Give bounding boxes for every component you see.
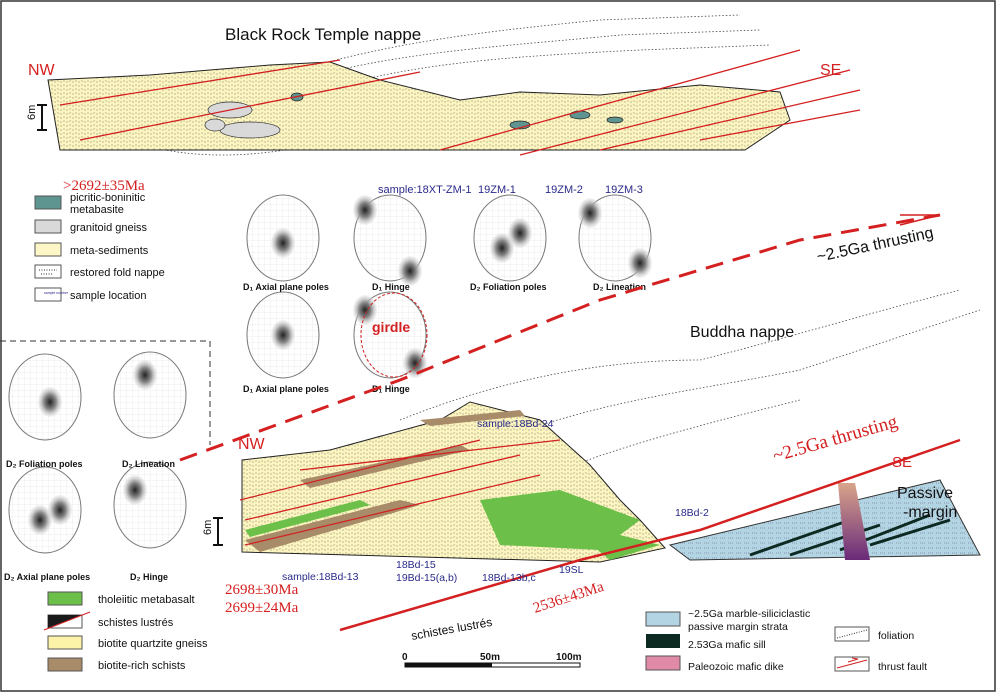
sample-location-icon (34, 287, 62, 302)
svg-text:picritic-boninitic: picritic-boninitic (70, 192, 146, 204)
density-contour (38, 387, 62, 417)
svg-text:metabasite: metabasite (70, 204, 124, 216)
upper-thrust-dashed (179, 213, 941, 462)
passive-margin-label: -margin (903, 504, 957, 521)
stereonet-label: D₁ Axial plane poles (243, 282, 329, 292)
legend-top: picritic-boninitic metabasite granitoid … (34, 192, 165, 302)
lower-scale-bar: 6m (202, 517, 223, 546)
lower-thrust-faults (239, 438, 961, 632)
sample-label: 19ZM-2 (545, 184, 583, 196)
lower-se-label: SE (892, 454, 912, 471)
upper-age-label: >2692±35Ma (63, 178, 145, 194)
stereonet (473, 194, 547, 282)
stereonet (8, 466, 82, 554)
svg-text:2.53Ga mafic sill: 2.53Ga mafic sill (688, 639, 766, 651)
map-scale-bar: 0 50m 100m (402, 652, 582, 668)
sample-label: sample:18XT-ZM-1 (378, 184, 472, 196)
lower-nw-label: NW (238, 436, 266, 453)
density-contour (578, 198, 602, 228)
girdle-circle (360, 292, 428, 378)
upper-title: Black Rock Temple nappe (225, 25, 421, 44)
svg-text:tholeiitic metabasalt: tholeiitic metabasalt (98, 594, 195, 606)
svg-text:biotite quartzite gneiss: biotite quartzite gneiss (98, 638, 208, 650)
upper-se-label: SE (820, 62, 841, 79)
density-contour (271, 228, 295, 258)
buddha-nappe-title: Buddha nappe (690, 324, 794, 341)
sample-label: 18Bd-2 (675, 507, 709, 519)
mafic-sills (749, 513, 951, 557)
sample-label: 19ZM-1 (478, 184, 516, 196)
stereonet (8, 353, 82, 441)
svg-text:~2.5Ga marble-siliciclastic: ~2.5Ga marble-siliciclastic (688, 608, 810, 620)
density-contour (271, 320, 295, 350)
thrust-arrow-icon (899, 214, 941, 226)
stereonet (353, 194, 427, 286)
svg-text:0: 0 (402, 652, 408, 663)
stereonet (353, 291, 427, 379)
density-contour (353, 295, 377, 325)
stereonet-label: D₁ Axial plane poles (243, 384, 329, 394)
girdle-label: girdle (372, 319, 410, 335)
svg-text:restored fold nappe: restored fold nappe (70, 267, 165, 279)
svg-text:foliation: foliation (878, 630, 914, 642)
svg-text:50m: 50m (480, 652, 500, 663)
stereonet (113, 461, 187, 549)
age-label: 2698±30Ma (225, 582, 299, 598)
density-contour (28, 505, 52, 535)
svg-text:sample location: sample location (70, 290, 146, 302)
stereonet-label: D₁ Hinge (372, 282, 410, 292)
stereonet (246, 194, 320, 282)
stereonet-label: D₂ Lineation (122, 459, 175, 469)
density-contour (508, 218, 532, 248)
stereonet-label: D₂ Foliation poles (470, 282, 547, 292)
svg-text:biotite-rich schists: biotite-rich schists (98, 660, 186, 672)
sample-label: 18Bd-13b,c (482, 572, 536, 584)
lower-restored-fold-nappe (399, 289, 981, 471)
svg-text:granitoid gneiss: granitoid gneiss (70, 222, 148, 234)
density-contour (398, 256, 422, 286)
sample-label: 18Bd-15 (396, 559, 436, 571)
svg-text:sample number: sample number (44, 291, 69, 295)
svg-text:schistes lustrés: schistes lustrés (98, 617, 174, 629)
density-contour (628, 248, 652, 278)
upper-scale-bar: 6m (26, 104, 47, 131)
upper-thrust-faults (59, 49, 861, 156)
stereonet (246, 291, 320, 379)
svg-text:passive margin strata: passive margin strata (688, 621, 788, 633)
density-contour (133, 360, 157, 390)
svg-text:100m: 100m (556, 652, 582, 663)
upper-nw-label: NW (28, 62, 56, 79)
svg-text:Paleozoic mafic dike: Paleozoic mafic dike (688, 661, 784, 673)
svg-text:6m: 6m (26, 105, 38, 120)
age-label: 2699±24Ma (225, 600, 299, 616)
legend-bottom-right: ~2.5Ga marble-siliciclastic passive marg… (645, 608, 927, 673)
legend-bottom-left: tholeiitic metabasalt schistes lustrés b… (43, 591, 208, 672)
metabasalt-bands (245, 490, 660, 560)
sample-label: sample:18Bd-24 (477, 418, 554, 430)
stereonet-label: D₂ Foliation poles (6, 459, 83, 469)
stereonet-label: D₂ Hinge (130, 572, 168, 582)
density-contour (123, 475, 147, 505)
sample-label: 19SL (559, 564, 584, 576)
sample-label: 19ZM-3 (605, 184, 643, 196)
stereonet-label: D₁ Hinge (372, 384, 410, 394)
svg-text:6m: 6m (202, 520, 214, 535)
sample-label: sample:18Bd-13 (282, 571, 359, 583)
passive-margin-label: Passive (897, 485, 953, 502)
svg-text:meta-sediments: meta-sediments (70, 245, 149, 257)
stereonet-label: D₂ Axial plane poles (4, 572, 90, 582)
dashed-inset-border (0, 340, 211, 445)
density-contour (48, 495, 72, 525)
svg-text:thrust fault: thrust fault (878, 661, 927, 673)
sample-label: 19Bd-15(a,b) (396, 572, 457, 584)
stereonet (578, 194, 652, 282)
density-contour (353, 195, 377, 225)
paleozoic-mafic-dike (838, 483, 870, 560)
stereonet (113, 351, 187, 439)
density-contour (490, 233, 514, 263)
stereonet-label: D₂ Lineation (593, 282, 646, 292)
